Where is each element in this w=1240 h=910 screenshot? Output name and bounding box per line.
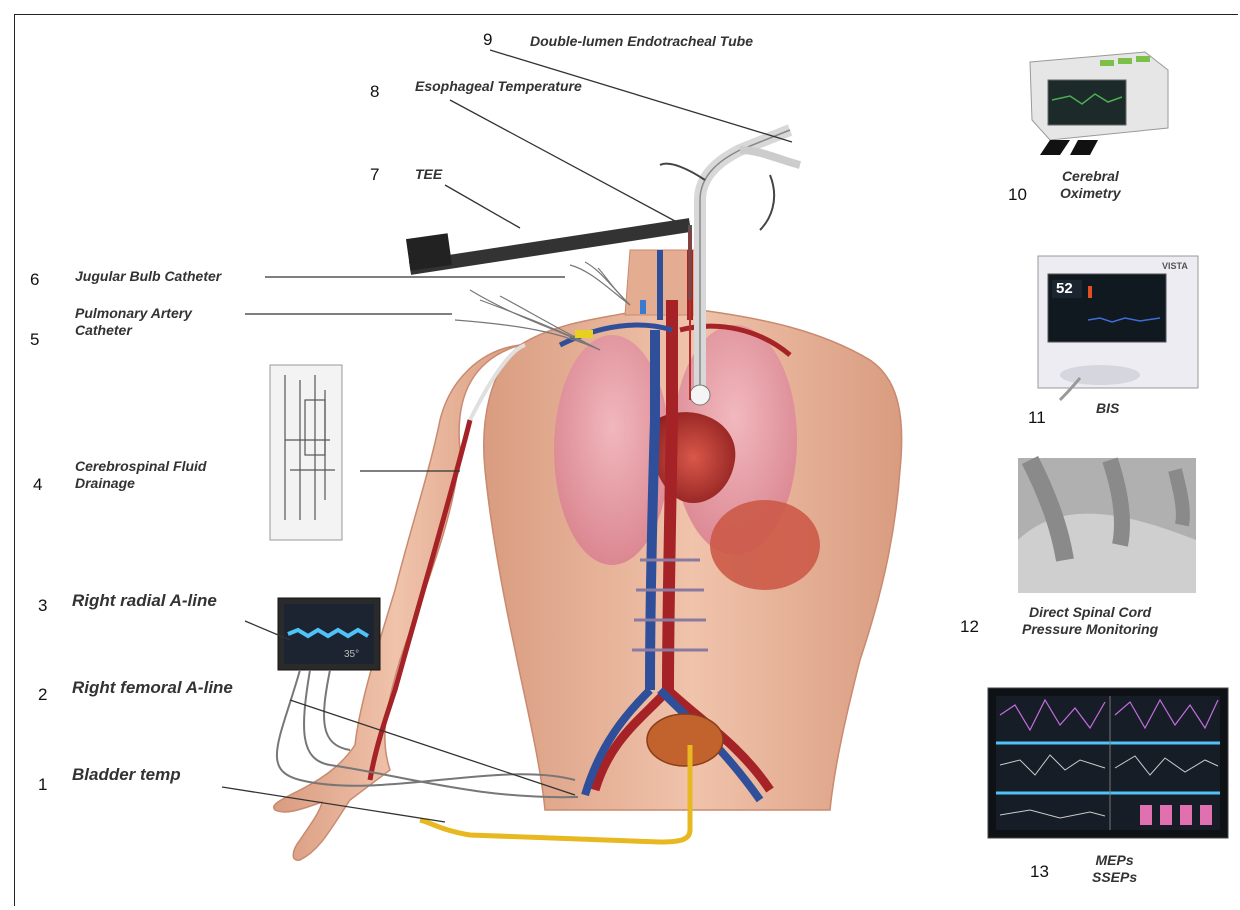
arterial-line-monitor [278,598,380,670]
aorta [668,300,672,690]
evoked-potentials-monitor [988,688,1228,838]
cerebral-oximetry-device [1030,52,1168,155]
label-number-1: 1 [38,775,47,795]
bis-monitor-brand: VISTA [1162,258,1188,275]
label-right-femoral-a-line: Right femoral A-line [72,678,233,698]
bis-monitor [1038,256,1198,400]
label-bladder-temp: Bladder temp [72,765,181,785]
label-number-6: 6 [30,270,39,290]
label-tee: TEE [415,166,442,183]
vena-cava [650,330,655,690]
stomach-organ [710,500,820,590]
label-right-radial-a-line: Right radial A-line [72,591,217,611]
label-number-8: 8 [370,82,379,102]
label-number-13: 13 [1030,862,1049,882]
label-number-9: 9 [483,30,492,50]
bladder [647,714,723,766]
label-number-4: 4 [33,475,42,495]
label-number-10: 10 [1008,185,1027,205]
label-number-11: 11 [1028,408,1046,428]
csf-drainage-device [270,365,342,540]
spinal-cord-pressure-image [1018,458,1196,593]
label-number-2: 2 [38,685,47,705]
label-number-3: 3 [38,596,47,616]
label-esophageal-temperature: Esophageal Temperature [415,78,582,95]
label-number-5: 5 [30,330,39,350]
label-jugular-bulb-catheter: Jugular Bulb Catheter [75,268,221,285]
arterial-monitor-value: 35° [344,646,359,663]
label-bis: BIS [1096,400,1119,417]
label-double-lumen-tube: Double-lumen Endotracheal Tube [530,33,753,50]
label-number-7: 7 [370,165,379,185]
bis-monitor-value: 52 [1056,280,1073,297]
label-number-12: 12 [960,617,979,637]
